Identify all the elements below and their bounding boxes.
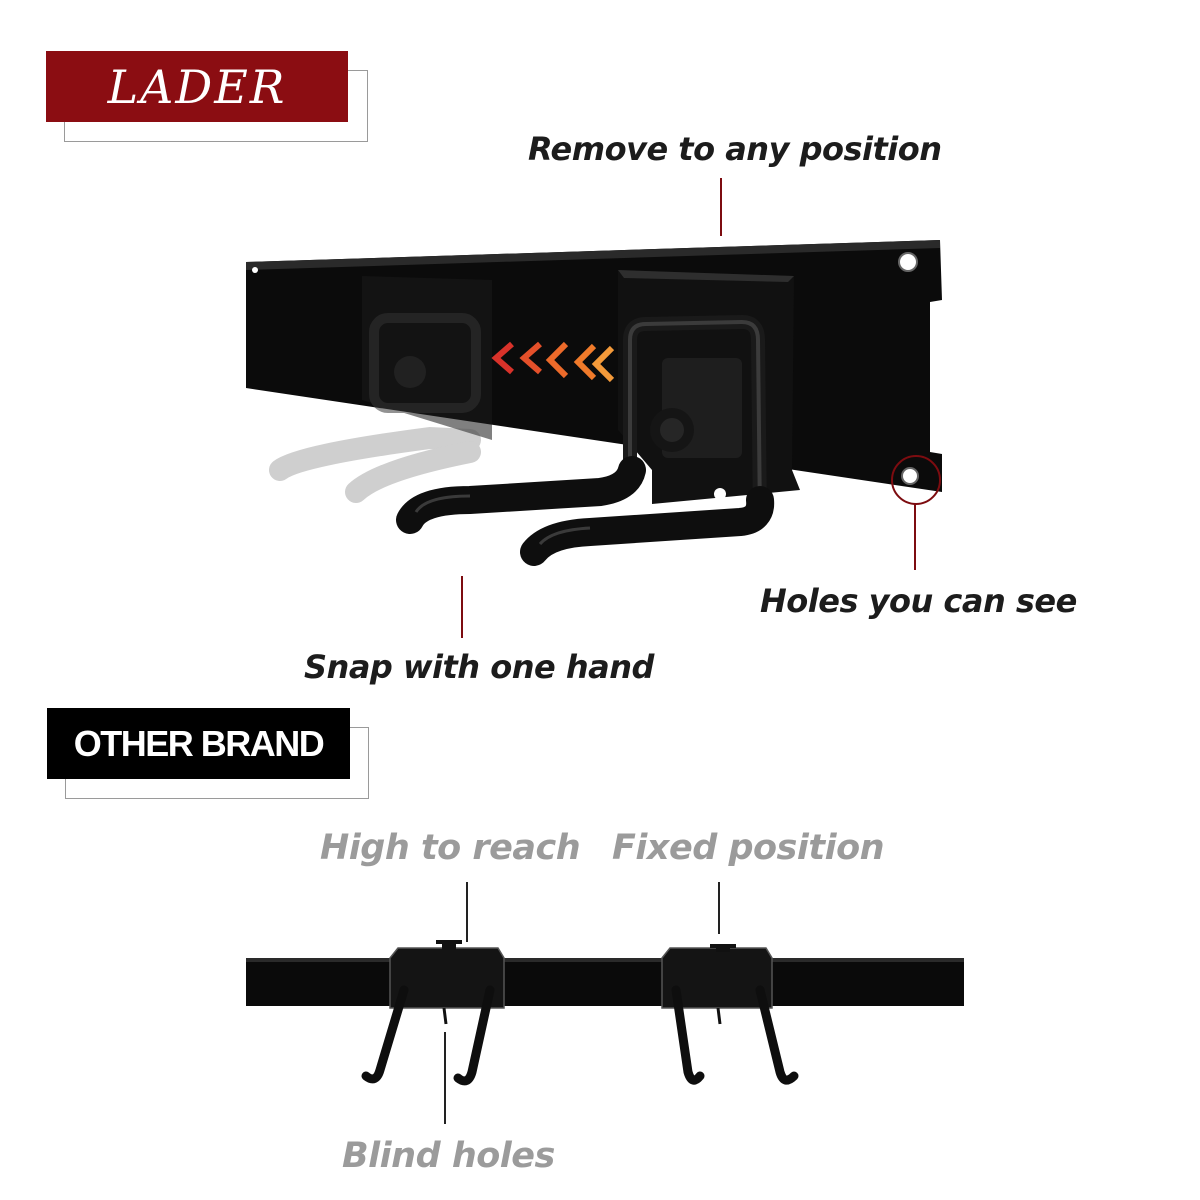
callout-fixed-line [718,882,720,934]
lader-brand-text: LADER [107,59,287,114]
callout-holes-visible: Holes you can see [760,582,1077,620]
ghost-hook-left [362,276,492,440]
callout-remove-position: Remove to any position [528,130,942,168]
callout-blind-line [444,1032,446,1124]
ghost-hook-arms [269,426,481,503]
callout-holes-line [914,504,916,570]
callout-high-to-reach: High to reach [320,828,581,868]
callout-fixed-position: Fixed position [612,828,885,868]
other-brand-text: OTHER BRAND [73,722,325,764]
main-hook-arm-left [396,456,646,534]
lader-brand-label: LADER [46,51,348,122]
chevron-left-arrows-icon [491,341,615,383]
other-brand-label: OTHER BRAND [47,708,350,779]
callout-snap-line [461,576,463,638]
callout-snap-one-hand: Snap with one hand [304,648,654,686]
main-hook-arm-right [520,486,775,566]
holes-callout-circle [891,455,941,505]
callout-high-line [466,882,468,942]
rail-hole-top [898,252,918,272]
callout-blind-holes: Blind holes [342,1136,555,1176]
callout-remove-line [720,178,722,236]
rail-hole-bottom [901,467,919,485]
